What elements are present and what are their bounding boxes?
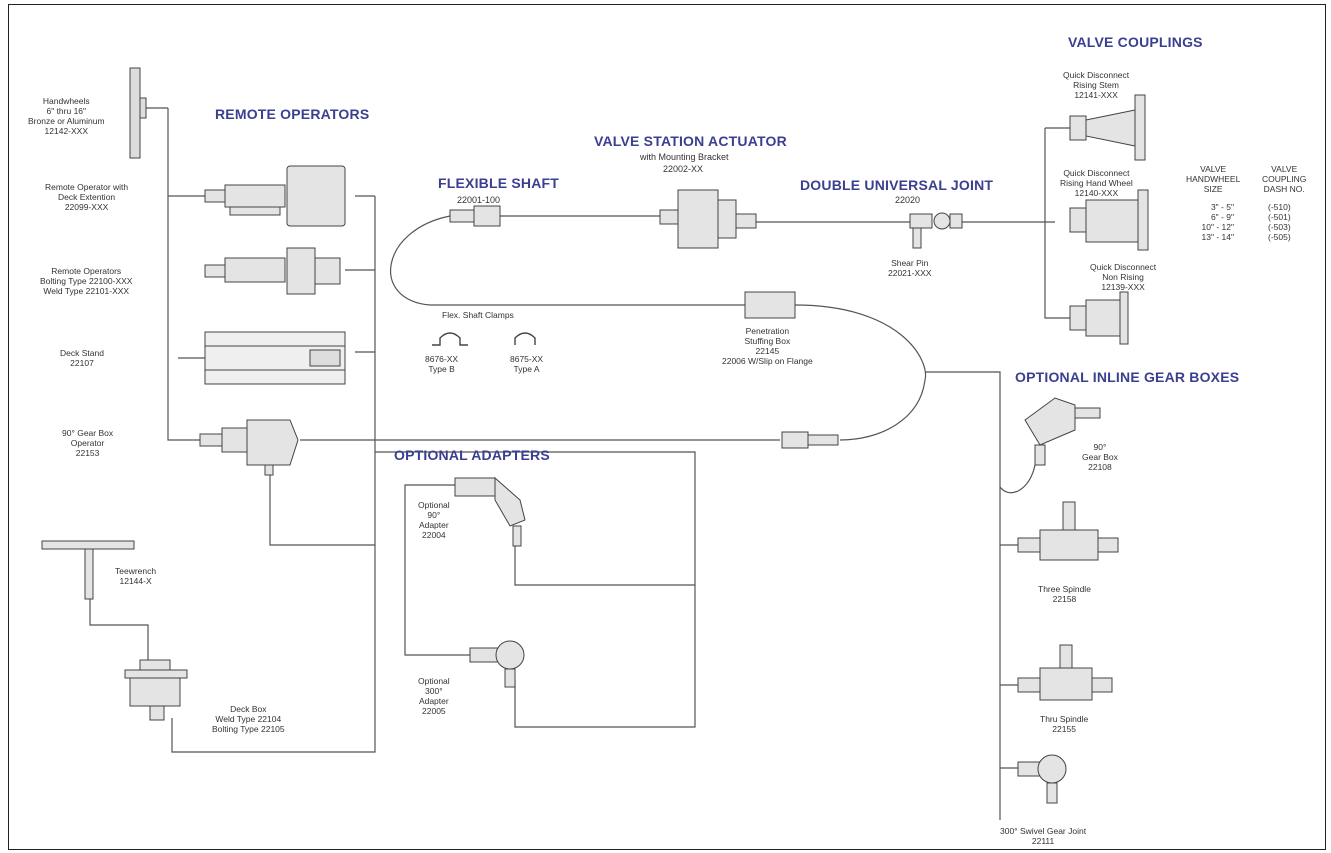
table-dash-column: (-510)(-501)(-503)(-505) <box>1268 202 1291 242</box>
remote-bus-line <box>171 196 376 753</box>
gearbox-line <box>925 371 1001 820</box>
actuator-part-number: 22002-XX <box>663 164 704 174</box>
header-valve-couplings: VALVE COUPLINGS <box>1068 34 1203 50</box>
actuator-subtitle: with Mounting Bracket <box>640 152 729 162</box>
diagram-frame <box>8 4 1326 850</box>
header-valve-station-actuator: VALVE STATION ACTUATOR <box>594 133 787 149</box>
header-double-universal-joint: DOUBLE UNIVERSAL JOINT <box>800 177 994 193</box>
label-flex-shaft-clamps: Flex. Shaft Clamps <box>442 310 514 320</box>
left-trunk-line <box>167 108 200 441</box>
header-optional-adapters: OPTIONAL ADAPTERS <box>394 447 550 463</box>
flexible-shaft-part-number: 22001-100 <box>457 195 501 205</box>
header-optional-inline-gear-boxes: OPTIONAL INLINE GEAR BOXES <box>1015 369 1240 385</box>
header-flexible-shaft: FLEXIBLE SHAFT <box>438 175 560 191</box>
header-remote-operators: REMOTE OPERATORS <box>215 106 370 122</box>
flex-shaft-loop <box>390 215 745 306</box>
universal-joint-part-number: 22020 <box>895 195 921 205</box>
table-size-column: 3" - 5"6" - 9"10" - 12"13" - 14" <box>1201 202 1235 242</box>
